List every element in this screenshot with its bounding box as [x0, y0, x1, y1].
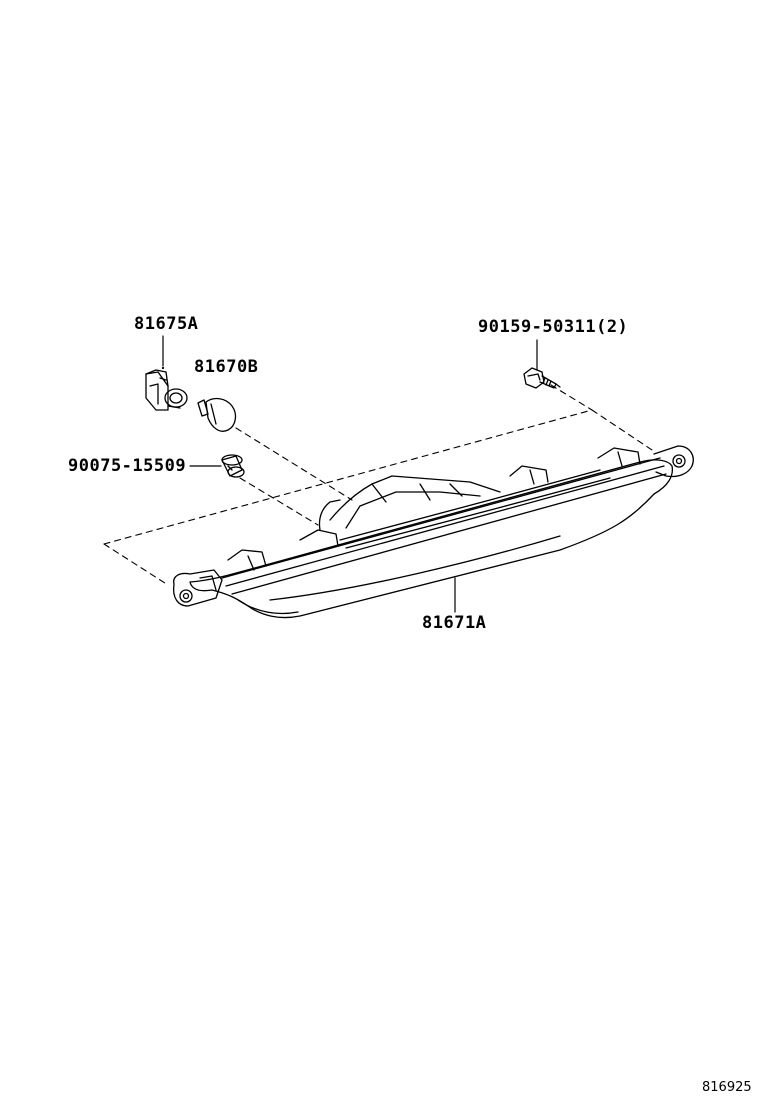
side-marker-lamp-icon	[172, 445, 694, 619]
assembly-guide-lines	[103, 384, 656, 586]
part-label-screw: 90159-50311(2)	[478, 317, 629, 337]
part-label-bulb: 81670B	[194, 357, 259, 377]
bulb-socket-icon	[145, 369, 188, 411]
part-label-lamp: 81671A	[422, 613, 487, 633]
leader-lines	[162, 335, 538, 613]
part-label-socket: 81675A	[134, 314, 199, 334]
screw-icon	[523, 367, 561, 389]
grommet-icon	[221, 454, 245, 478]
part-label-grommet: 90075-15509	[68, 456, 187, 476]
diagram-reference-code: 816925	[702, 1080, 752, 1095]
bulb-icon	[197, 397, 237, 432]
